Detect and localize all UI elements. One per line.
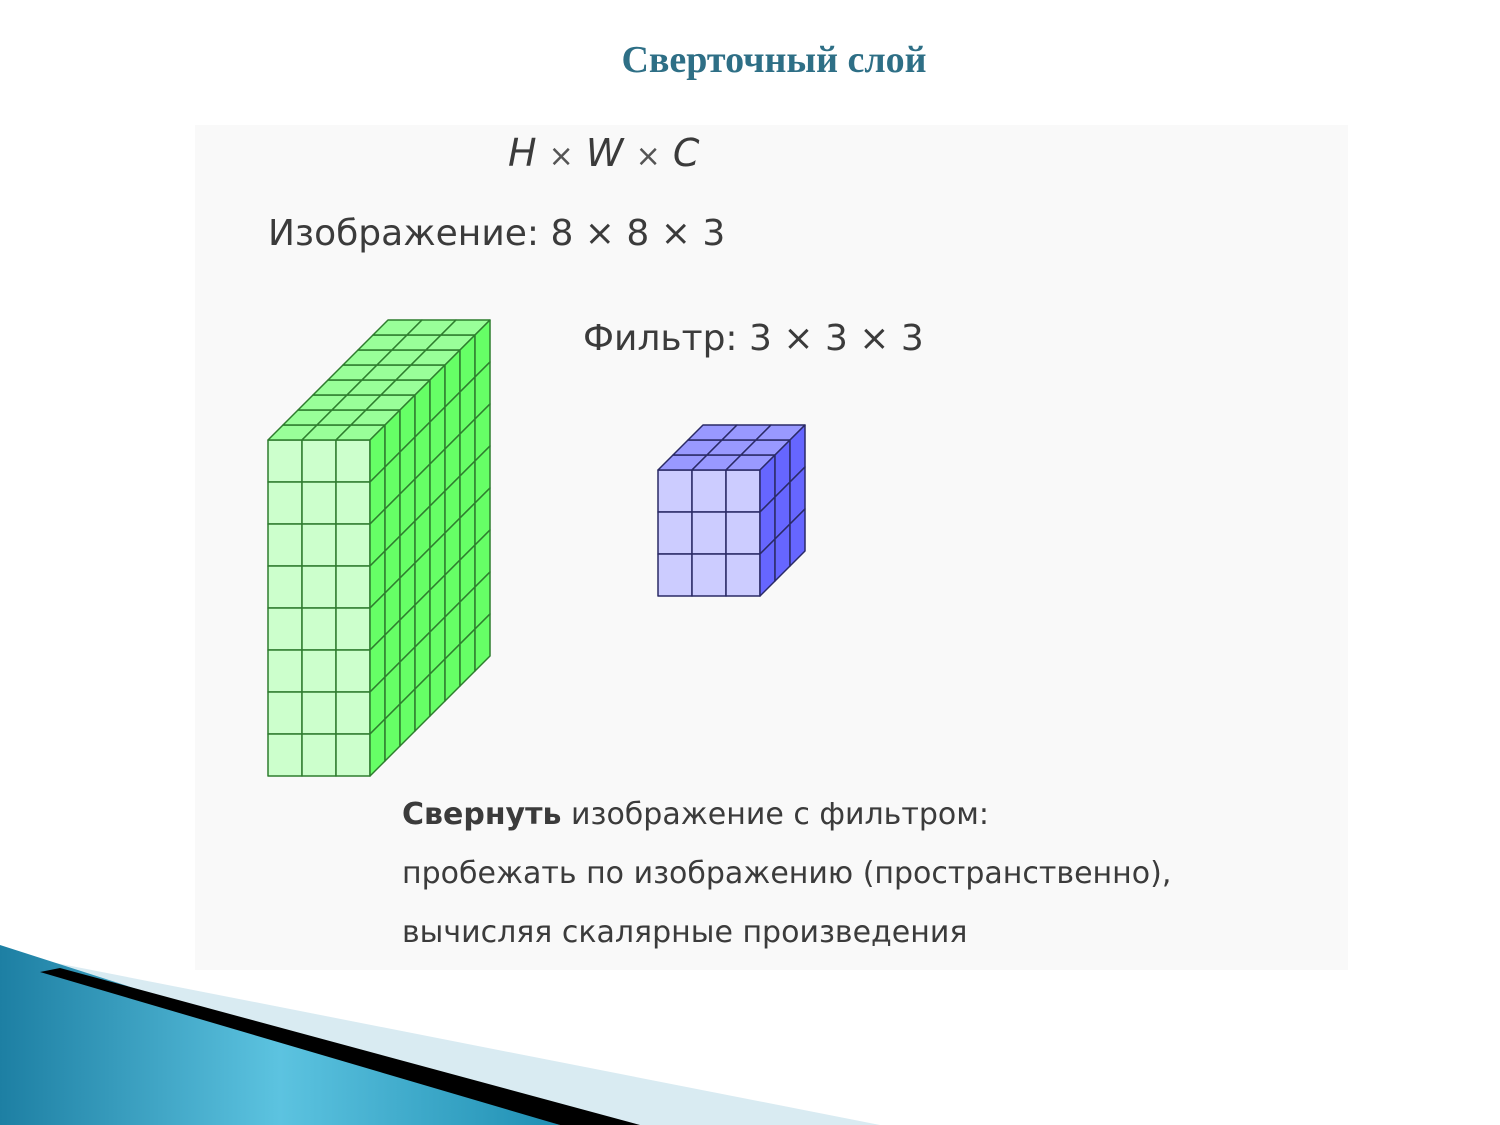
front-cell	[691, 511, 727, 555]
front-cell	[301, 691, 337, 735]
front-cell	[335, 565, 371, 609]
front-cell	[301, 607, 337, 651]
front-cell	[267, 649, 303, 693]
front-cell	[301, 649, 337, 693]
front-cell	[691, 553, 727, 597]
description-bold: Свернуть	[402, 797, 562, 832]
front-cell	[335, 523, 371, 567]
description-line-1: Свернуть изображение с фильтром:	[402, 785, 1171, 844]
front-cell	[267, 523, 303, 567]
description-line-2: пробежать по изображению (пространственн…	[402, 856, 1172, 891]
front-cell	[657, 469, 693, 513]
side-cell	[789, 508, 806, 567]
decorative-swoosh	[0, 945, 880, 1125]
front-cell	[301, 523, 337, 567]
dimension-formula: H × W × C	[508, 131, 699, 175]
description-line-3: вычисляя скалярные произведения	[402, 915, 968, 950]
formula-w: W	[585, 131, 624, 175]
image-size-label: Изображение: 8 × 8 × 3	[268, 213, 726, 254]
front-cell	[725, 511, 761, 555]
image-volume	[267, 319, 806, 777]
description-line-1-rest: изображение с фильтром:	[561, 797, 989, 832]
front-cell	[267, 565, 303, 609]
front-cell	[267, 481, 303, 525]
front-cell	[725, 469, 761, 513]
front-cell	[335, 649, 371, 693]
formula-h: H	[508, 131, 537, 175]
filter-size-label: Фильтр: 3 × 3 × 3	[583, 318, 924, 359]
front-cell	[301, 565, 337, 609]
front-cell	[301, 439, 337, 483]
front-cell	[657, 553, 693, 597]
front-cell	[301, 481, 337, 525]
front-cell	[725, 553, 761, 597]
formula-times-1: ×	[548, 139, 574, 174]
convolution-description: Свернуть изображение с фильтром: пробежа…	[402, 785, 1171, 962]
front-cell	[335, 691, 371, 735]
front-cell	[335, 439, 371, 483]
filter-volume-cells	[657, 424, 806, 597]
front-cell	[301, 733, 337, 777]
front-cell	[267, 607, 303, 651]
front-cell	[691, 469, 727, 513]
image-volume-cells	[267, 319, 491, 777]
front-cell	[335, 733, 371, 777]
front-cell	[267, 733, 303, 777]
front-cell	[657, 511, 693, 555]
swoosh-dark-stroke	[40, 968, 640, 1125]
front-cell	[335, 607, 371, 651]
side-cell	[474, 613, 491, 672]
front-cell	[335, 481, 371, 525]
swoosh-light-band	[0, 952, 880, 1125]
formula-c: C	[672, 131, 700, 175]
front-cell	[267, 691, 303, 735]
content-panel: H × W × C Изображение: 8 × 8 × 3 Фильтр:…	[195, 125, 1348, 970]
formula-times-2: ×	[635, 139, 661, 174]
front-cell	[267, 439, 303, 483]
slide-title: Сверточный слой	[621, 39, 927, 81]
